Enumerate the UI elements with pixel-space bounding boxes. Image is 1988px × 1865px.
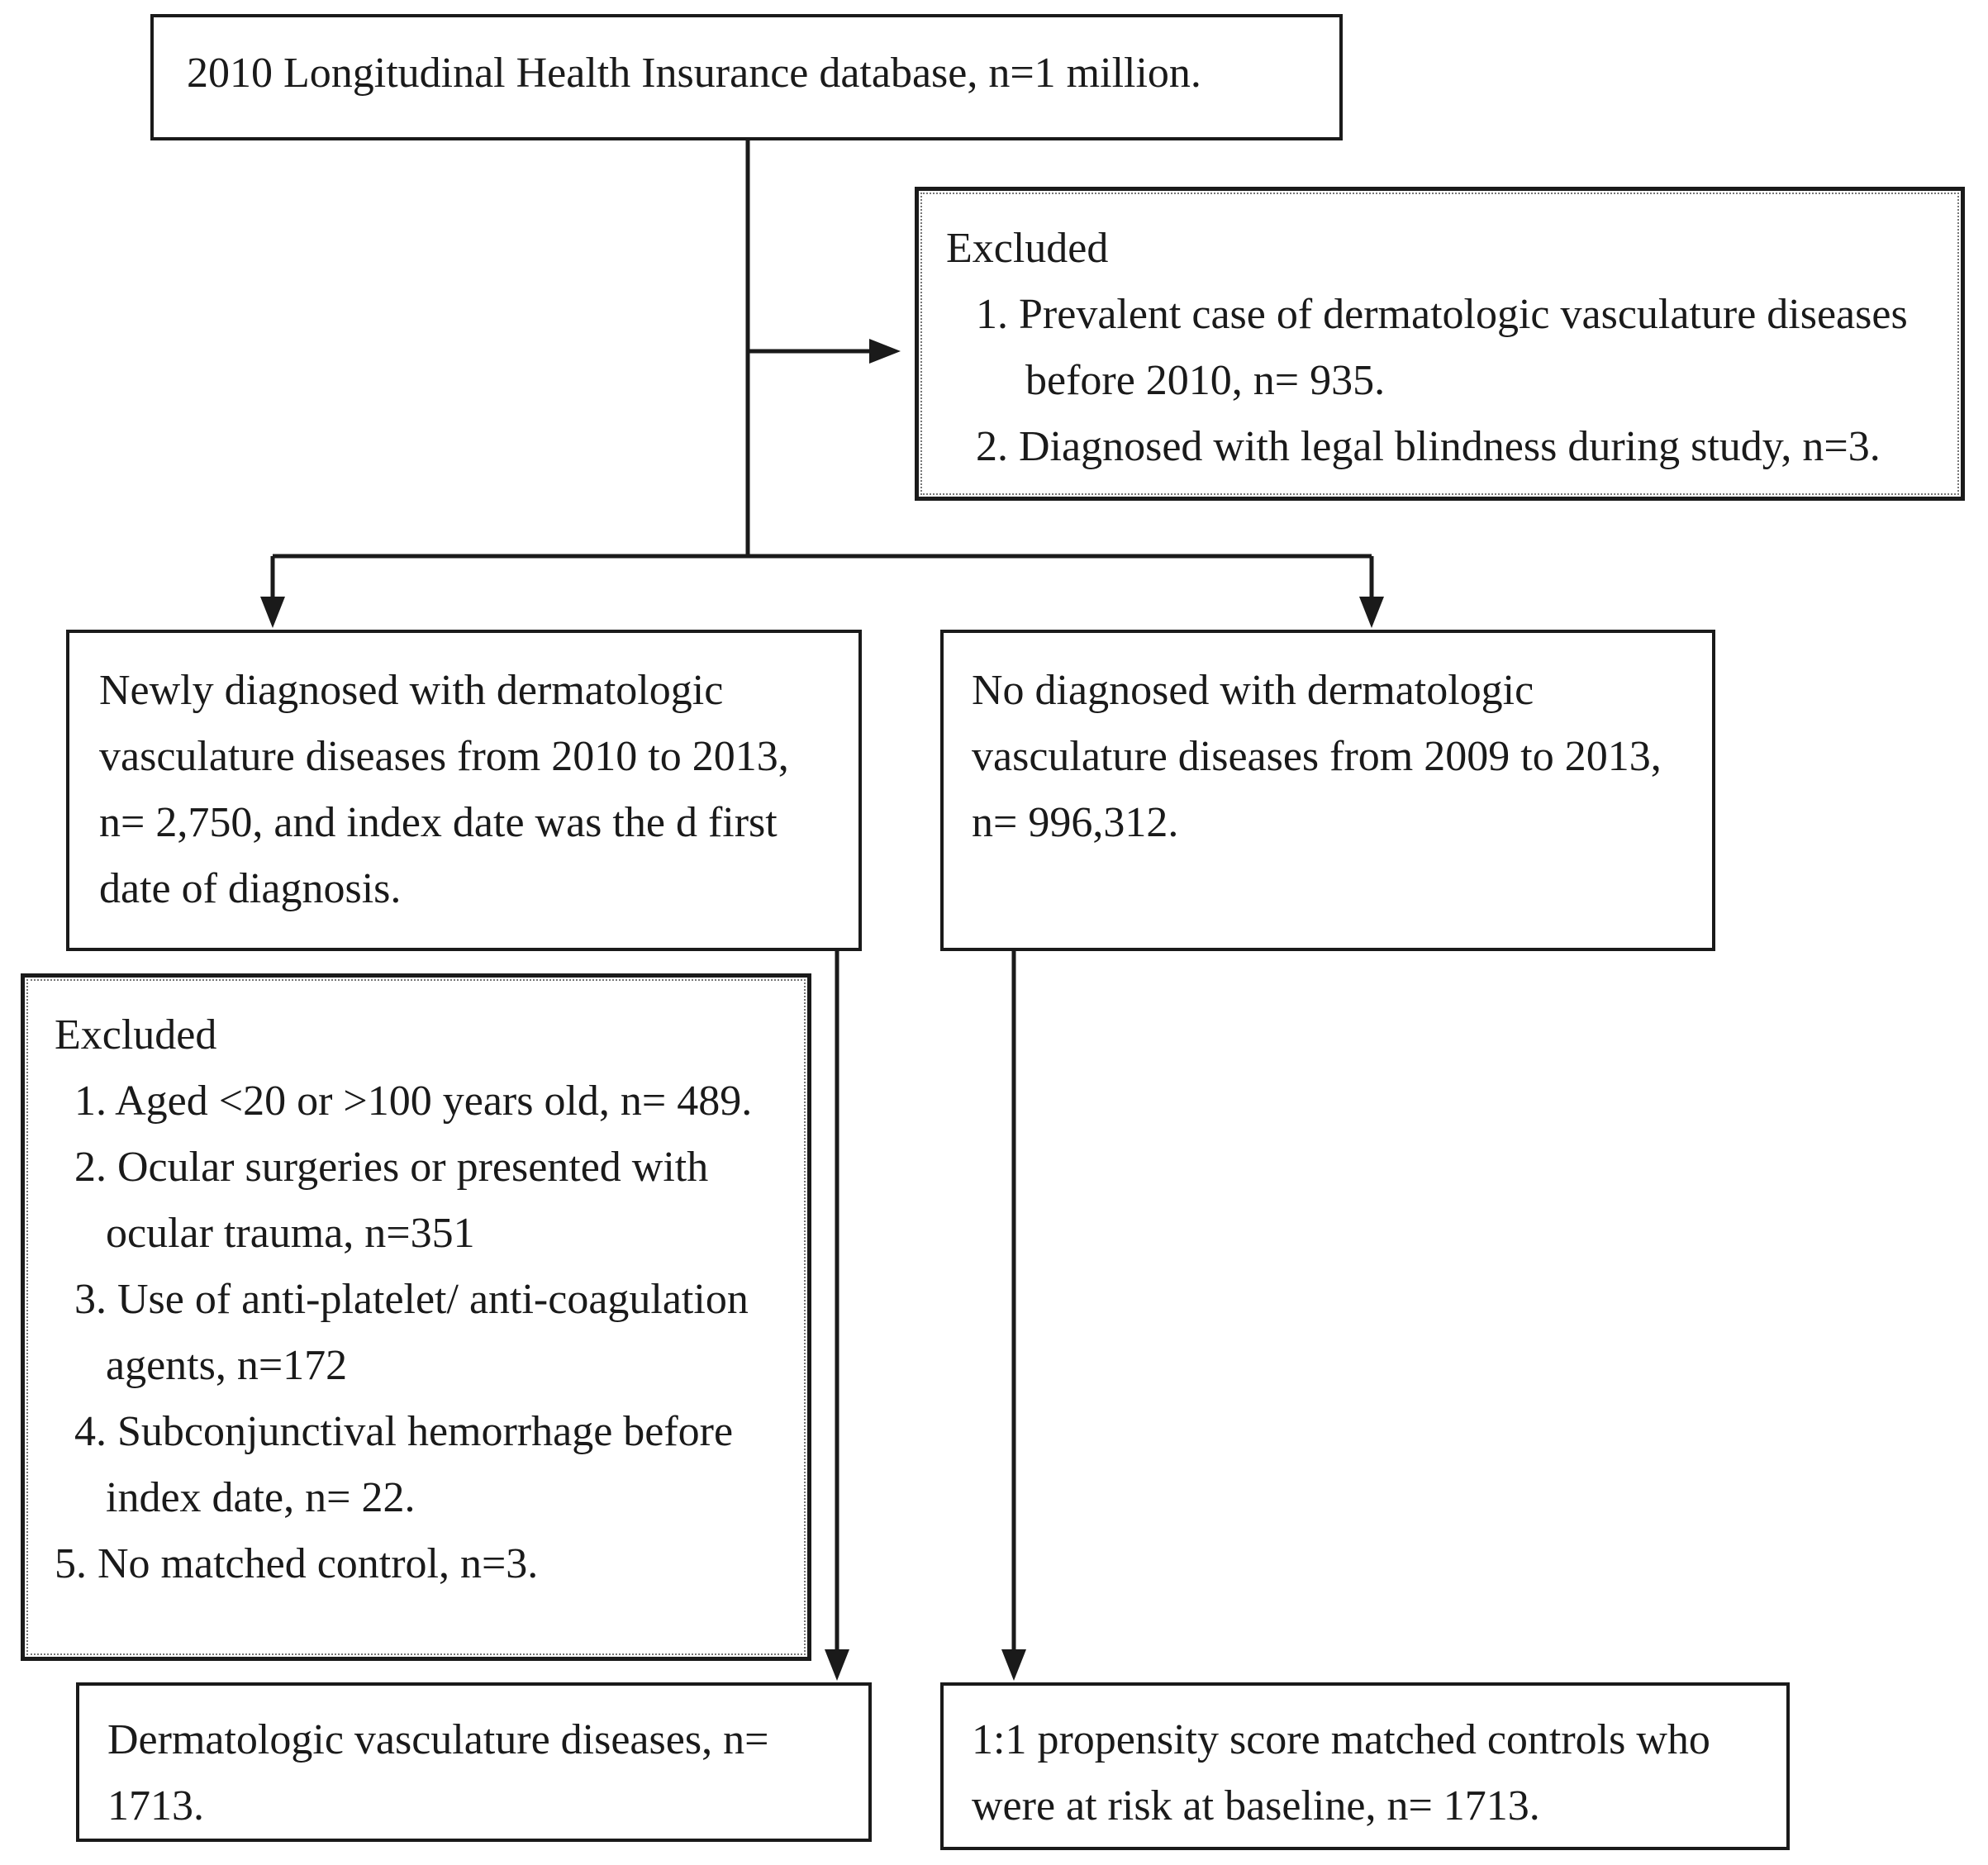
exclusion-item: 1. Aged <20 or >100 years old, n= 489. [74, 1078, 753, 1125]
case-final-box: Dermatologic vasculature diseases, n= 17… [76, 1682, 872, 1842]
arrow-to-exclusion-icon [869, 339, 901, 364]
control-final-text: were at risk at baseline, n= 1713. [972, 1782, 1540, 1829]
exclusion-item: 5. No matched control, n=3. [55, 1540, 539, 1587]
control-final-text: 1:1 propensity score matched controls wh… [972, 1716, 1710, 1763]
case-group-text: date of diagnosis. [99, 865, 402, 912]
control-group-text: vasculature diseases from 2009 to 2013, [972, 733, 1662, 780]
exclusion-item: before 2010, n= 935. [1025, 357, 1386, 404]
exclusion-item: 2. Diagnosed with legal blindness during… [976, 423, 1881, 470]
source-database-box: 2010 Longitudinal Health Insurance datab… [150, 14, 1343, 140]
case-group-box: Newly diagnosed with dermatologic vascul… [66, 630, 862, 951]
exclusion-heading: Excluded [946, 225, 1109, 272]
case-final-text: 1713. [107, 1782, 204, 1829]
exclusion-item: agents, n=172 [106, 1342, 348, 1389]
arrow-to-control-final-icon [1001, 1649, 1026, 1681]
exclusion-item: index date, n= 22. [106, 1474, 416, 1521]
exclusion-item: 1. Prevalent case of dermatologic vascul… [976, 291, 1908, 338]
exclusion-item: 4. Subconjunctival hemorrhage before [74, 1408, 734, 1455]
source-text: 2010 Longitudinal Health Insurance datab… [187, 50, 1201, 97]
exclusion-item: ocular trauma, n=351 [106, 1210, 475, 1257]
control-group-text: No diagnosed with dermatologic [972, 667, 1534, 714]
exclusion-item: 2. Ocular surgeries or presented with [74, 1144, 709, 1191]
exclusion-item: 3. Use of anti-platelet/ anti-coagulatio… [74, 1276, 749, 1323]
control-group-text: n= 996,312. [972, 799, 1179, 846]
case-final-text: Dermatologic vasculature diseases, n= [107, 1716, 769, 1763]
arrow-to-case-icon [260, 597, 285, 628]
arrow-to-control-icon [1359, 597, 1384, 628]
control-group-box: No diagnosed with dermatologic vasculatu… [940, 630, 1715, 951]
control-final-box: 1:1 propensity score matched controls wh… [940, 1682, 1790, 1850]
case-group-text: vasculature diseases from 2010 to 2013, [99, 733, 789, 780]
case-group-text: Newly diagnosed with dermatologic [99, 667, 724, 714]
arrow-to-case-final-icon [825, 1649, 849, 1681]
exclusion-heading: Excluded [55, 1011, 217, 1059]
exclusion-box-case: Excluded 1. Aged <20 or >100 years old, … [21, 973, 811, 1661]
exclusion-box-initial: Excluded 1. Prevalent case of dermatolog… [915, 187, 1965, 501]
case-group-text: n= 2,750, and index date was the d first [99, 799, 778, 846]
